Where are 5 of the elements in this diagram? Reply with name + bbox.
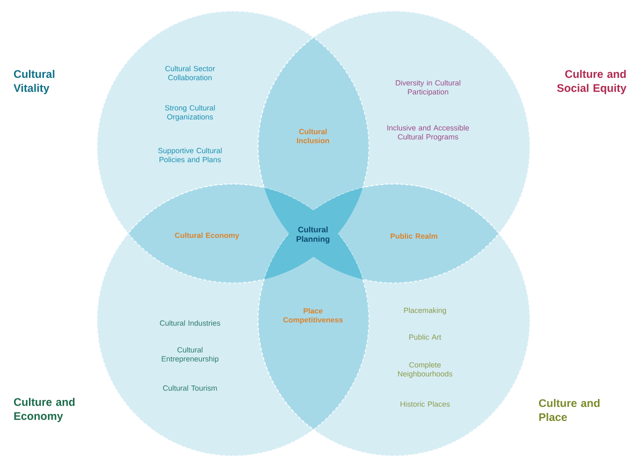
heading: Culture and Social Equity — [557, 70, 626, 94]
center-label: Cultural Planning — [296, 226, 330, 244]
heading: Cultural Vitality — [14, 70, 54, 94]
heading: Culture and Place — [539, 398, 600, 422]
heading: Culture and Economy — [14, 398, 75, 422]
